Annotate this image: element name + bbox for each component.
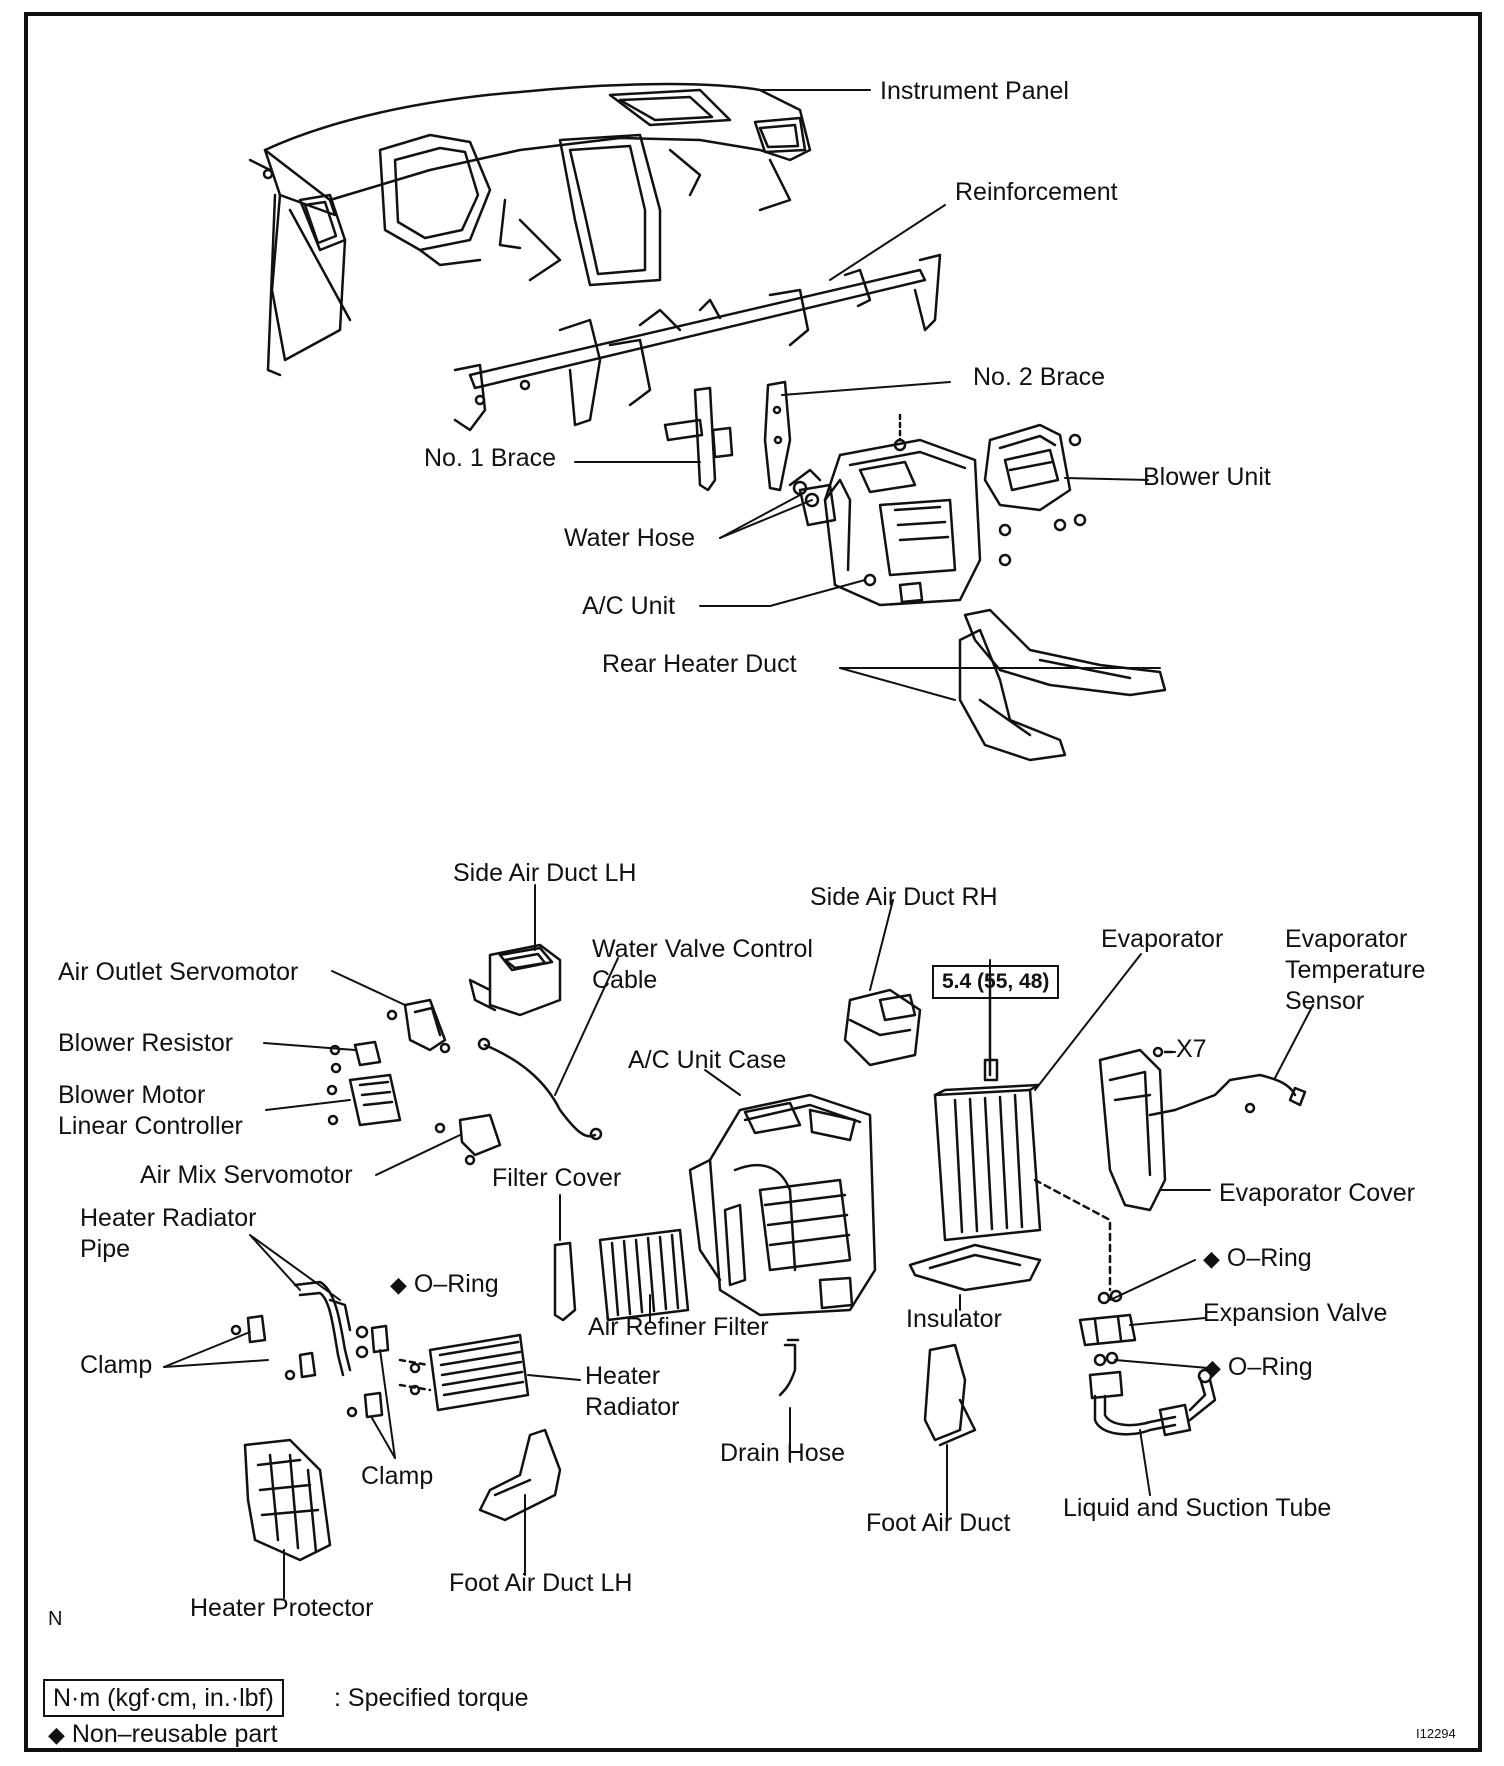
label-air-mix-servomotor: Air Mix Servomotor (140, 1161, 353, 1189)
torque-spec-box: 5.4 (55, 48) (932, 965, 1060, 999)
label-x7: X7 (1176, 1035, 1207, 1063)
diagram-frame (24, 12, 1482, 1752)
label-n-mark: N (48, 1608, 63, 1630)
evaporator-temperature-sensor-drawing (1148, 1073, 1307, 1117)
heater-protector-drawing (243, 1438, 332, 1562)
label-blower-resistor: Blower Resistor (58, 1029, 234, 1057)
clamp-right-drawing (346, 1324, 390, 1419)
label-rear-heater-duct: Rear Heater Duct (602, 650, 797, 678)
label-clamp-left: Clamp (80, 1351, 153, 1379)
label-heater-protector: Heater Protector (190, 1594, 374, 1622)
o-ring-lower-drawing (1093, 1351, 1119, 1367)
label-air-refiner-filter: Air Refiner Filter (588, 1313, 769, 1341)
instrument-panel-drawing (248, 82, 812, 377)
o-ring-left-text: O–Ring (413, 1270, 499, 1298)
figure-id: I12294 (1416, 1726, 1456, 1741)
ac-unit-drawing (788, 438, 982, 607)
air-mix-servomotor-drawing (434, 1113, 502, 1166)
label-foot-air-duct-lh: Foot Air Duct LH (449, 1569, 633, 1597)
label-side-air-duct-rh: Side Air Duct RH (810, 883, 998, 911)
o-ring-upper-text: O–Ring (1226, 1244, 1312, 1272)
label-side-air-duct-lh: Side Air Duct LH (453, 859, 637, 887)
o-ring-upper-drawing (1097, 1289, 1123, 1305)
label-filter-cover: Filter Cover (492, 1164, 622, 1192)
blower-resistor-drawing (329, 1040, 382, 1074)
label-water-hose: Water Hose (564, 524, 696, 552)
legend-torque-unit-box: N·m (kgf·cm, in.·lbf) (43, 1679, 284, 1717)
foot-air-duct-drawing (923, 1343, 977, 1447)
ac-unit-case-drawing (688, 1093, 877, 1317)
air-refiner-filter-drawing (598, 1228, 690, 1322)
label-heater-radiator: Heater Radiator (585, 1362, 680, 1421)
label-expansion-valve: Expansion Valve (1203, 1299, 1388, 1327)
blower-motor-linear-controller-drawing (326, 1073, 402, 1127)
label-evaporator: Evaporator (1101, 925, 1224, 953)
liquid-suction-tube-drawing (1088, 1368, 1217, 1437)
label-reinforcement: Reinforcement (955, 178, 1118, 206)
filter-cover-drawing (553, 1241, 577, 1322)
label-water-valve-control-cable: Water Valve Control Cable (592, 935, 813, 994)
non-reusable-mark: ◆ (1204, 1355, 1221, 1380)
evaporator-cover-drawing (1098, 1046, 1174, 1212)
heater-radiator-drawing (398, 1333, 530, 1412)
leader-lines (163, 89, 1314, 1599)
label-evaporator-temperature-sensor: Evaporator Temperature Sensor (1285, 925, 1426, 1015)
legend-torque-desc: : Specified torque (334, 1684, 529, 1712)
no2-brace-drawing (763, 380, 792, 492)
label-insulator: Insulator (906, 1305, 1002, 1333)
legend-non-reusable-text: Non–reusable part (71, 1720, 278, 1748)
blower-unit-drawing (893, 413, 1087, 567)
o-ring-lower-text: O–Ring (1227, 1353, 1313, 1381)
air-outlet-servomotor-drawing (386, 998, 451, 1054)
insulator-drawing (908, 1243, 1042, 1292)
evaporator-drawing (933, 973, 1112, 1292)
rear-heater-duct-drawing (958, 608, 1167, 762)
label-ac-unit: A/C Unit (582, 592, 676, 620)
label-o-ring-left: ◆ O–Ring (390, 1269, 499, 1300)
label-liquid-and-suction-tube: Liquid and Suction Tube (1063, 1494, 1332, 1522)
label-evaporator-cover: Evaporator Cover (1219, 1179, 1415, 1207)
no1-brace-drawing (663, 386, 734, 492)
label-blower-unit: Blower Unit (1143, 463, 1271, 491)
non-reusable-mark: ◆ (390, 1272, 407, 1297)
label-ac-unit-case: A/C Unit Case (628, 1046, 787, 1074)
label-o-ring-lower: ◆ O–Ring (1204, 1352, 1313, 1383)
clamp-left-drawing (230, 1314, 317, 1381)
label-heater-radiator-pipe: Heater Radiator Pipe (80, 1204, 257, 1263)
reinforcement-drawing (453, 253, 942, 432)
label-o-ring-upper: ◆ O–Ring (1203, 1243, 1312, 1274)
label-no2-brace: No. 2 Brace (973, 363, 1106, 391)
non-reusable-mark: ◆ (48, 1722, 65, 1747)
side-air-duct-rh-drawing (843, 988, 922, 1067)
side-air-duct-lh-drawing (468, 943, 562, 1017)
label-clamp-right: Clamp (361, 1462, 434, 1490)
legend-non-reusable: ◆ Non–reusable part (48, 1719, 278, 1750)
water-valve-cable-drawing (477, 1037, 603, 1141)
drain-hose-drawing (778, 1338, 800, 1397)
non-reusable-mark: ◆ (1203, 1246, 1220, 1271)
label-no1-brace: No. 1 Brace (424, 444, 557, 472)
heater-radiator-pipe-drawing (293, 1280, 369, 1377)
foot-air-duct-lh-drawing (478, 1428, 562, 1522)
label-blower-motor-linear-controller: Blower Motor Linear Controller (58, 1081, 243, 1140)
label-air-outlet-servomotor: Air Outlet Servomotor (58, 958, 299, 986)
label-drain-hose: Drain Hose (720, 1439, 846, 1467)
expansion-valve-drawing (1078, 1313, 1137, 1347)
label-foot-air-duct: Foot Air Duct (866, 1509, 1011, 1537)
label-instrument-panel: Instrument Panel (880, 77, 1069, 105)
